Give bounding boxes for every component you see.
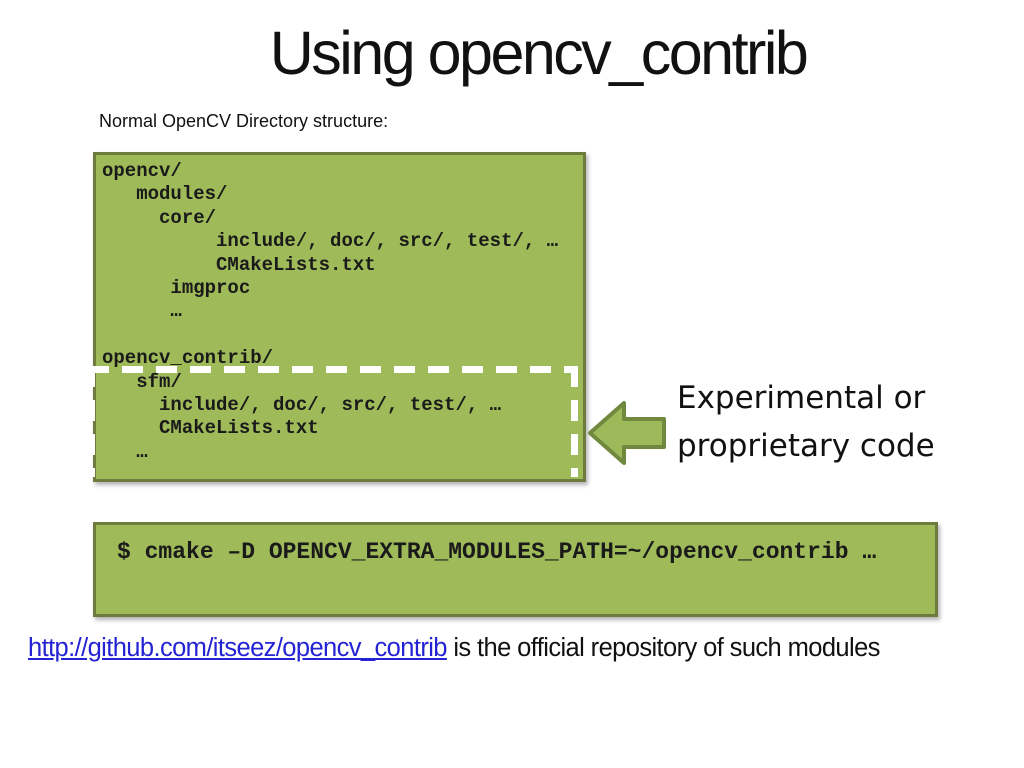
section-label: Normal OpenCV Directory structure: [99,111,389,131]
footer-text: is the official repository of such modul… [446,634,880,662]
dashed-edge-top [88,366,578,373]
directory-structure-box: opencv/ modules/ core/ include/, doc/, s… [93,152,586,482]
dashed-edge-right [571,366,578,477]
annotation-text: Experimental or proprietary code [677,374,935,470]
dashed-edge-left [88,366,95,477]
highlight-dashed-box [88,366,578,477]
slide-title: Using opencv_contrib [269,19,809,87]
footer-note: http://github.com/itseez/opencv_contrib … [28,634,1018,663]
annotation-line-2: proprietary code [677,428,935,464]
directory-structure-text: opencv/ modules/ core/ include/, doc/, s… [102,160,559,463]
cmake-command-text: $ cmake –D OPENCV_EXTRA_MODULES_PATH=~/o… [117,539,877,565]
left-block-arrow-icon [587,399,667,467]
cmake-command-box: $ cmake –D OPENCV_EXTRA_MODULES_PATH=~/o… [93,522,938,617]
annotation-line-1: Experimental or [677,380,926,416]
github-link[interactable]: http://github.com/itseez/opencv_contrib [28,634,447,662]
